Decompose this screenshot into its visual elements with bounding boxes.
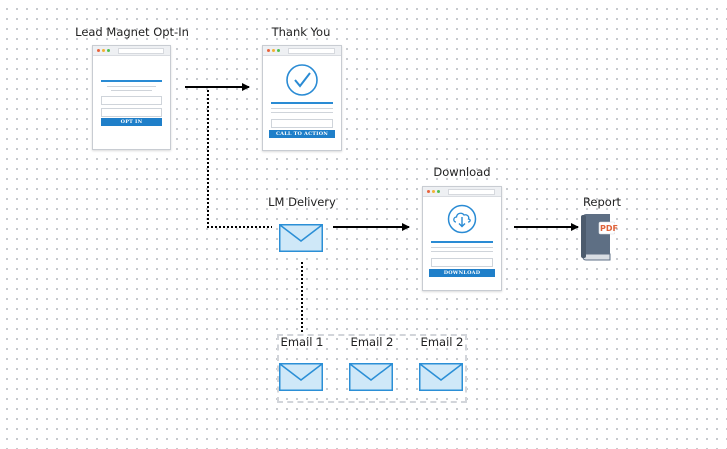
optin-label: Lead Magnet Opt-In xyxy=(75,25,189,39)
minimize-dot-icon xyxy=(102,49,105,52)
url-bar xyxy=(448,189,495,195)
cloud-download-icon xyxy=(447,204,477,234)
email-2-label: Email 2 xyxy=(350,335,394,349)
maximize-dot-icon xyxy=(437,190,440,193)
input-field xyxy=(431,258,493,267)
optin-button: OPT IN xyxy=(101,118,162,126)
dotted-optin-to-delivery xyxy=(207,90,272,228)
email-1-envelope-icon[interactable] xyxy=(279,363,323,391)
download-label: Download xyxy=(433,165,491,179)
delivery-label: LM Delivery xyxy=(268,195,336,209)
input-field xyxy=(271,119,333,128)
close-dot-icon xyxy=(97,49,100,52)
email-3-envelope-icon[interactable] xyxy=(419,363,463,391)
email-sequence-group[interactable] xyxy=(277,334,467,403)
text-line xyxy=(107,86,156,87)
email-field xyxy=(101,108,162,117)
text-line xyxy=(431,247,493,248)
email-1-label: Email 1 xyxy=(280,335,324,349)
text-line xyxy=(431,251,493,252)
maximize-dot-icon xyxy=(277,49,280,52)
thankyou-page[interactable]: CALL TO ACTION xyxy=(262,45,342,151)
pdf-badge: PDF xyxy=(600,224,618,233)
download-page[interactable]: DOWNLOAD xyxy=(422,186,502,291)
close-dot-icon xyxy=(427,190,430,193)
optin-page[interactable]: OPT IN xyxy=(92,45,171,150)
email-3-label: Email 2 xyxy=(420,335,464,349)
minimize-dot-icon xyxy=(272,49,275,52)
maximize-dot-icon xyxy=(107,49,110,52)
call-to-action-button: CALL TO ACTION xyxy=(269,130,335,138)
report-label: Report xyxy=(582,195,622,209)
download-button: DOWNLOAD xyxy=(429,269,495,277)
headline-line xyxy=(101,80,162,82)
name-field xyxy=(101,96,162,105)
envelope-icon[interactable] xyxy=(279,224,323,252)
checkmark-circle-icon xyxy=(286,64,318,96)
headline-line xyxy=(271,102,333,104)
url-bar xyxy=(288,48,335,54)
close-dot-icon xyxy=(267,49,270,52)
text-line xyxy=(271,112,333,113)
email-2-envelope-icon[interactable] xyxy=(349,363,393,391)
text-line xyxy=(271,108,333,109)
text-line xyxy=(111,90,152,91)
headline-line xyxy=(431,241,493,243)
pdf-book-icon[interactable] xyxy=(579,213,615,261)
minimize-dot-icon xyxy=(432,190,435,193)
url-bar xyxy=(118,48,164,54)
thankyou-label: Thank You xyxy=(271,25,331,39)
